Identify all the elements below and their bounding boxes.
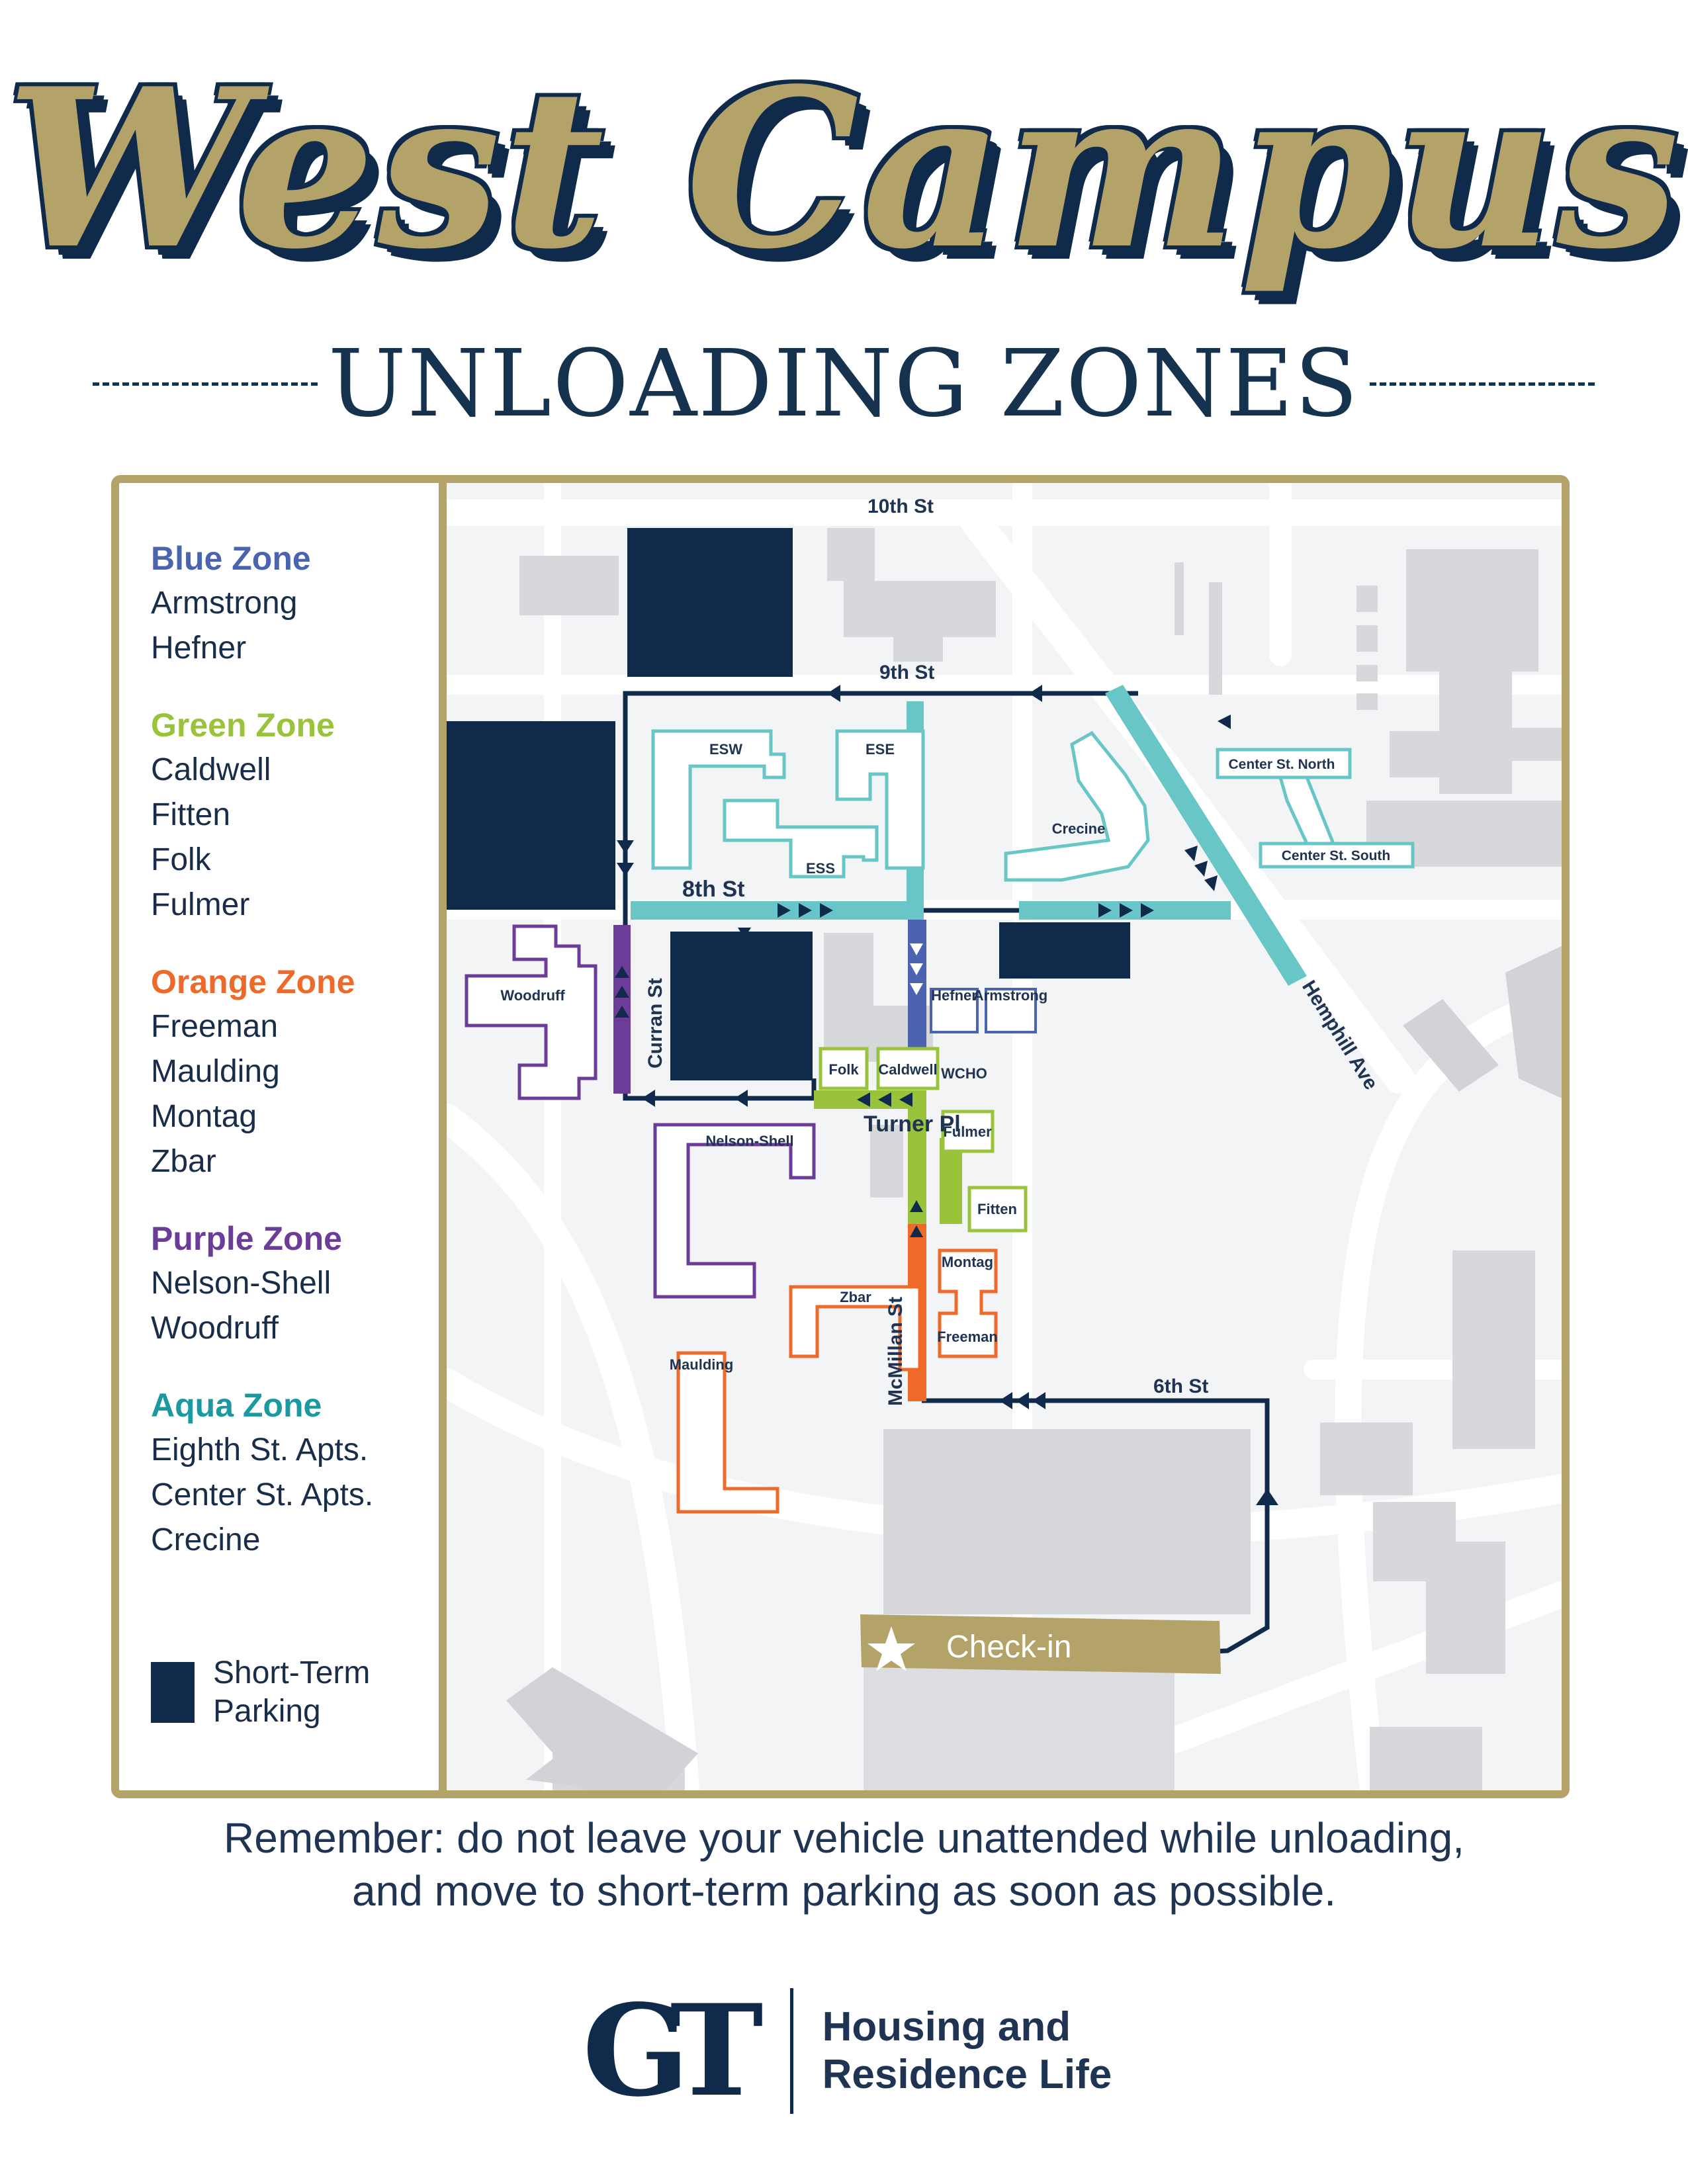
zone-building: Armstrong [151,586,298,621]
short-term-parking-swatch [151,1662,195,1723]
purple-buildings [465,924,816,1299]
green-zone-arrows [857,1092,923,1237]
building-label-woodruff: Woodruff [500,987,565,1004]
check-in-sign: Check-in [860,1614,1221,1674]
zone-building: Maulding [151,1054,280,1089]
zone-building: Folk [151,842,211,877]
subtitle-row: UNLOADING ZONES [93,329,1595,438]
star-icon [867,1626,915,1671]
hemphill-arrow [1218,715,1231,729]
street-label-mcmillan: McMillan St [885,1297,907,1406]
street-label-10th: 10th St [867,496,934,517]
building-label-ess: ESS [806,860,835,877]
building-label-crecine: Crecine [1052,820,1106,837]
building-label-caldwell: Caldwell [878,1061,937,1078]
legend-purple-zone: Purple Zone Nelson-Shell Woodruff [151,1216,439,1351]
street-label-8th: 8th St [682,877,744,902]
reminder-line1: Remember: do not leave your vehicle unat… [224,1814,1464,1862]
street-label-6th: 6th St [1153,1376,1208,1397]
zone-building: Center St. Apts. [151,1477,374,1512]
building-label-center-south: Center St. South [1282,848,1391,863]
zone-arrows-light [910,943,923,995]
footer: GT Housing and Residence Life [582,1978,1112,2124]
zone-title-purple: Purple Zone [151,1220,342,1257]
legend-green-zone: Green Zone Caldwell Fitten Folk Fulmer [151,703,439,928]
zone-building: Fulmer [151,887,250,922]
check-in-label: Check-in [946,1630,1071,1665]
building-label-freeman: Freeman [937,1329,998,1345]
page-title: West Campus [2,40,1683,297]
building-label-hefner: Hefner [931,987,977,1004]
background-angled-buildings [506,946,1562,1790]
reminder-line2: and move to short-term parking as soon a… [352,1867,1336,1915]
zone-building: Fitten [151,797,231,832]
zone-title-green: Green Zone [151,707,335,744]
zone-building: Zbar [151,1144,216,1179]
zone-title-aqua: Aqua Zone [151,1387,322,1424]
zone-building: Montag [151,1099,257,1134]
orange-buildings [676,1248,998,1514]
dash-line-right [1370,382,1595,386]
zone-building: Woodruff [151,1311,279,1346]
building-label-center-north: Center St. North [1228,757,1335,772]
hemphill-arrows [1184,846,1218,891]
street-label-turner: Turner Pl [864,1112,961,1137]
legend-orange-zone: Orange Zone Freeman Maulding Montag Zbar [151,959,439,1184]
building-label-ese: ESE [866,741,895,758]
zone-building: Freeman [151,1009,279,1044]
footer-divider [789,1988,793,2114]
gt-logo: GT [582,1977,764,2124]
legend-blue-zone: Blue Zone Armstrong Hefner [151,536,439,671]
dash-line-left [93,382,318,386]
legend-panel: Blue Zone Armstrong Hefner Green Zone Ca… [119,483,447,1790]
building-label-montag: Montag [942,1254,993,1270]
reminder-text: Remember: do not leave your vehicle unat… [0,1812,1688,1917]
aqua-buildings [651,729,1415,882]
zone-building: Caldwell [151,752,271,787]
blue-buildings [930,988,1037,1033]
page-subtitle: UNLOADING ZONES [328,329,1360,438]
short-term-label-line2: Parking [213,1694,321,1729]
short-term-label-line1: Short-Term [213,1655,371,1690]
zone-building: Eighth St. Apts. [151,1432,369,1467]
campus-map: Check-in 10th St 9th St 8th St Turner Pl… [447,483,1562,1790]
green-buildings [819,1047,1028,1233]
campus-map-svg: Check-in 10th St 9th St 8th St Turner Pl… [447,483,1562,1790]
zone-building: Nelson-Shell [151,1266,332,1301]
building-label-wcho: WCHO [941,1065,987,1082]
building-label-folk: Folk [828,1061,859,1078]
route-arrows [617,685,1278,1505]
zone-title-blue: Blue Zone [151,540,311,577]
building-label-zbar: Zbar [840,1289,871,1305]
zone-title-orange: Orange Zone [151,963,355,1000]
org-name-line1: Housing and [822,2004,1071,2050]
street-label-9th: 9th St [879,662,934,683]
building-label-nelson-shell: Nelson-Shell [705,1133,793,1149]
building-label-esw: ESW [709,741,742,758]
org-name-line2: Residence Life [822,2052,1112,2097]
building-label-armstrong: Armstrong [973,987,1047,1004]
short-term-parking-lots [447,528,1130,1080]
building-label-maulding: Maulding [670,1356,734,1373]
building-label-fulmer: Fulmer [943,1123,992,1140]
building-labels: ESW ESE ESS Crecine Center St. North Cen… [500,741,1390,1373]
short-term-parking-legend: Short-Term Parking [151,1654,370,1731]
zone-building: Hefner [151,631,247,666]
zone-building: Crecine [151,1522,261,1557]
map-frame: Blue Zone Armstrong Hefner Green Zone Ca… [111,475,1570,1798]
legend-aqua-zone: Aqua Zone Eighth St. Apts. Center St. Ap… [151,1383,439,1563]
building-label-fitten: Fitten [977,1201,1017,1217]
street-label-curran: Curran St [644,978,666,1069]
